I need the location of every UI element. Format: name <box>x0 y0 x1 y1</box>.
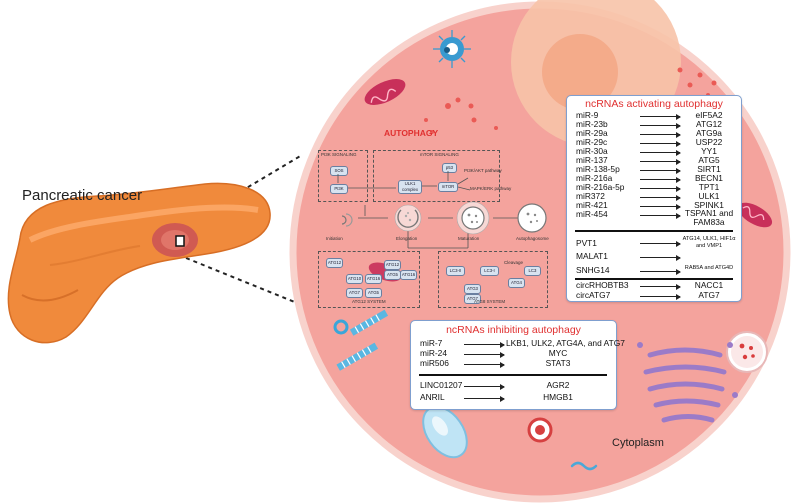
activating-separator-2 <box>575 278 733 280</box>
atg4-node: ATG4 <box>508 278 525 288</box>
pathway-graphics <box>337 171 547 249</box>
atg10-node: ATG10 <box>346 274 363 284</box>
mapk-erk-label: MAPK/ERK pathway <box>470 186 512 191</box>
ulk1-complex-node: ULK1 complex <box>398 180 422 194</box>
atg12-system-box <box>318 251 420 308</box>
atg8-system-box <box>438 251 548 308</box>
mtor-node: mTOR <box>438 182 458 192</box>
atg16-node: ATG16 <box>365 274 382 284</box>
lc3-i-node: LC3-I <box>480 266 499 276</box>
golgi-vesicles <box>637 342 738 398</box>
endosome-illustration <box>527 417 553 443</box>
autophagosome-label: Autophagosome <box>516 236 549 241</box>
atg12-node: ATG12 <box>326 258 343 268</box>
list-item: MALAT1 <box>576 251 736 261</box>
pancreas-illustration <box>7 182 271 344</box>
lc3-ii-node: LC3-II <box>446 266 465 276</box>
pancreatic-cancer-label: Pancreatic cancer <box>22 187 143 204</box>
cytoplasm-label: Cytoplasm <box>612 437 664 449</box>
squiggle-illustration <box>570 461 598 471</box>
initiation-membrane-icon <box>341 213 353 227</box>
pi3k-akt-label: PI3K/AKT pathway <box>464 168 502 173</box>
cleavage-label: Cleavage <box>504 260 524 265</box>
autophagy-title: AUTOPHAGY <box>384 128 439 138</box>
golgi-illustration <box>643 347 727 423</box>
spiky-cell-illustration <box>433 30 471 68</box>
inhibiting-separator <box>419 374 607 376</box>
atg7-lc3-node: ATG7 <box>464 294 481 304</box>
lc3-node: LC3 <box>524 266 541 276</box>
p53-node: p53 <box>442 163 457 173</box>
er-illustration-left <box>333 309 389 371</box>
elongation-label: Elongation <box>396 236 418 241</box>
lysosome-illustration <box>726 331 768 373</box>
maturation-icon <box>456 201 490 235</box>
atg12-complex-node: ATG12 <box>384 260 401 270</box>
pi3k-signaling-box <box>318 150 368 202</box>
atg3-node: ATG3 <box>464 284 481 294</box>
pi3k-signaling-label: PI3K SIGNALING <box>321 152 357 157</box>
pi3k-node: PI3K <box>330 184 348 194</box>
zoom-connector-bottom <box>185 257 303 306</box>
vesicle-dots <box>424 67 717 134</box>
mtor-signaling-label: mTOR SIGNALING <box>420 152 459 157</box>
atg8-system-label: ATG8 SYSTEM <box>474 299 506 304</box>
atg7-node: ATG7 <box>346 288 363 298</box>
atg5-complex-node: ATG5 <box>384 270 401 280</box>
sos-node: SOS <box>330 166 348 176</box>
initiation-label: Initiation <box>326 236 343 241</box>
atg12-system-label: ATG12 SYSTEM <box>352 299 386 304</box>
elongation-icon <box>394 204 422 232</box>
atg16-complex-node: ATG16 <box>400 270 417 280</box>
autophagosome-icon <box>517 203 547 233</box>
atg5-node: ATG5 <box>365 288 382 298</box>
activating-title: ncRNAs activating autophagy <box>585 98 723 110</box>
maturation-label: Maturation <box>458 236 480 241</box>
autophagy-pathway-diagram: AUTOPHAGY PI3K SIGNALING SOS PI3K mTOR S… <box>318 128 558 313</box>
inhibiting-title: ncRNAs inhibiting autophagy <box>446 324 581 336</box>
activating-separator-1 <box>575 230 733 232</box>
mtor-signaling-box <box>373 150 500 202</box>
